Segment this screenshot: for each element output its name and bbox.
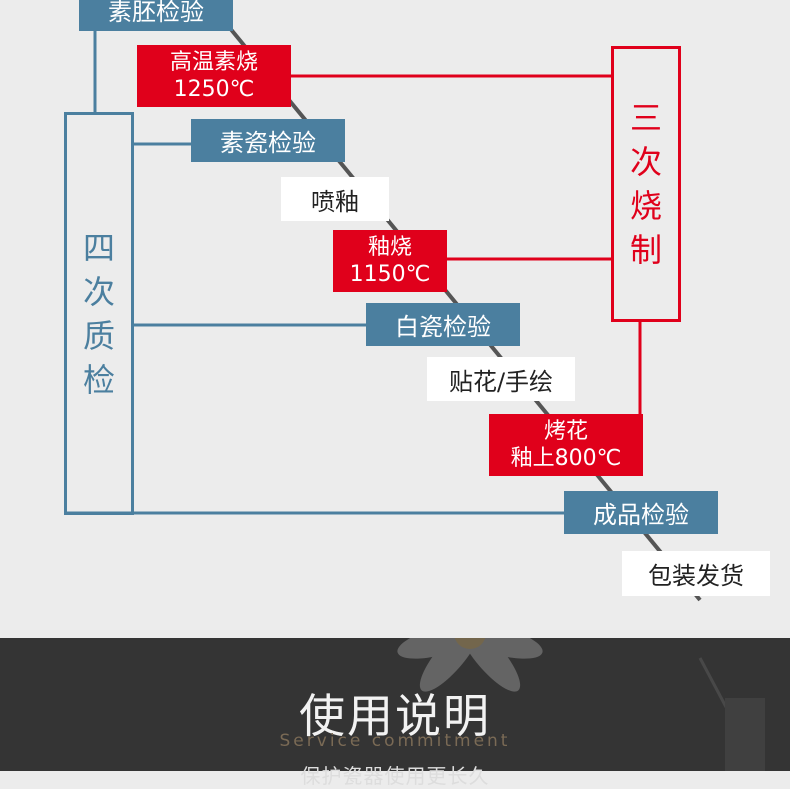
step-label: 包装发货 bbox=[648, 562, 744, 590]
usage-section-background bbox=[0, 638, 790, 771]
group-char: 三 bbox=[629, 99, 662, 137]
usage-subtitle: Service commitment bbox=[279, 731, 511, 751]
process-diagram: 素胚检验 素瓷检验 白瓷检验 成品检验 高温素烧 1250℃ 釉烧 1150℃ … bbox=[64, 0, 770, 602]
usage-partial-text: 保护瓷器使用更长久 bbox=[300, 764, 490, 788]
group-three-firings: 三 次 烧 制 bbox=[611, 46, 681, 322]
step-glaze-firing: 釉烧 1150℃ bbox=[333, 230, 447, 292]
step-label: 素胚检验 bbox=[108, 0, 204, 26]
step-temperature: 釉上800℃ bbox=[510, 446, 622, 471]
step-label: 白瓷检验 bbox=[395, 313, 491, 341]
step-glaze-spray: 喷釉 bbox=[281, 177, 389, 221]
step-pack-ship: 包装发货 bbox=[622, 551, 770, 596]
step-label: 成品检验 bbox=[593, 501, 689, 529]
group-char: 次 bbox=[82, 272, 115, 311]
step-decoration-firing: 烤花 釉上800℃ bbox=[489, 414, 643, 476]
step-label: 贴花/手绘 bbox=[448, 367, 554, 396]
step-temperature: 1250℃ bbox=[173, 77, 255, 102]
group-char: 检 bbox=[82, 360, 115, 399]
step-finished-inspection: 成品检验 bbox=[564, 491, 718, 534]
daisy-decoration-icon bbox=[397, 638, 765, 771]
step-label: 喷釉 bbox=[311, 187, 359, 216]
group-four-inspections: 四 次 质 检 bbox=[64, 112, 134, 515]
step-white-porcelain-inspection: 白瓷检验 bbox=[366, 303, 520, 346]
step-biscuit-inspection: 素胚检验 bbox=[79, 0, 233, 31]
step-temperature: 1150℃ bbox=[349, 262, 431, 287]
group-char: 制 bbox=[629, 231, 662, 269]
group-char: 质 bbox=[82, 316, 115, 355]
step-label: 烤花 bbox=[543, 419, 588, 444]
group-char: 次 bbox=[629, 143, 662, 181]
step-label: 高温素烧 bbox=[169, 50, 258, 75]
step-high-temp-firing: 高温素烧 1250℃ bbox=[137, 45, 291, 107]
step-decal-handpaint: 贴花/手绘 bbox=[427, 357, 575, 401]
step-label: 釉烧 bbox=[367, 235, 412, 260]
group-char: 四 bbox=[82, 228, 115, 267]
group-char: 烧 bbox=[629, 187, 662, 225]
step-label: 素瓷检验 bbox=[220, 129, 316, 157]
step-bisque-inspection: 素瓷检验 bbox=[191, 119, 345, 162]
usage-title: 使用说明 bbox=[299, 689, 491, 743]
